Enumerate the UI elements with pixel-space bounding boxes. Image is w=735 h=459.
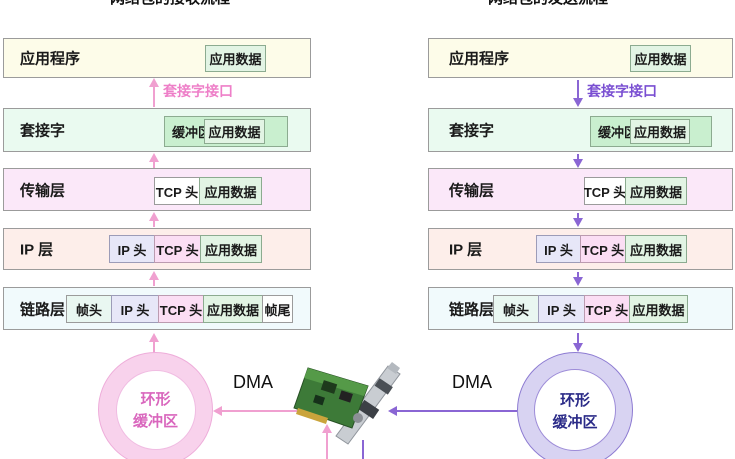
down-arrow-line: [577, 333, 579, 344]
packet-box-frame-tail: 帧尾: [262, 295, 293, 323]
layer-label: 传输层: [449, 182, 495, 199]
packet-box-tcp-header: TCP 头: [584, 295, 630, 323]
right-layer-transport: 传输层 TCP 头 应用数据: [428, 168, 733, 211]
dma-arrow-line-right: [396, 410, 517, 412]
packet-box-tcp-header: TCP 头: [580, 235, 626, 263]
socket-interface-label-right: 套接字接口: [587, 83, 657, 99]
layer-label: 套接字: [20, 122, 66, 140]
packet-box-tcp-header: TCP 头: [584, 177, 626, 205]
ring-buffer-inner-circle: [534, 369, 616, 451]
up-arrow-line: [153, 80, 155, 107]
ring-buffer-label-line1: 环形: [559, 392, 590, 409]
packet-box-app-data: 应用数据: [199, 177, 262, 205]
layer-label: 应用程序: [449, 50, 510, 68]
packet-box-app-data: 应用数据: [200, 235, 262, 263]
left-layer-socket: 套接字 缓冲区 应用数据: [3, 108, 311, 152]
packet-box-ip-header: IP 头: [111, 295, 159, 323]
down-arrow-icon: [573, 98, 583, 107]
network-card-image: [293, 362, 401, 445]
up-arrow-line: [153, 156, 155, 168]
packet-box-app-data: 应用数据: [630, 45, 691, 72]
left-layer-transport: 传输层 TCP 头 应用数据: [3, 168, 311, 211]
dma-label-right: DMA: [452, 372, 492, 392]
ring-buffer-right: 环形 缓冲区: [517, 352, 633, 459]
down-arrow-icon: [573, 343, 583, 352]
left-layer-application: 应用程序 应用数据: [3, 38, 311, 78]
packet-box-frame-header: 帧头: [66, 295, 112, 323]
dma-label-left: DMA: [233, 372, 273, 392]
up-arrow-line: [153, 274, 155, 286]
down-arrow-icon: [573, 277, 583, 286]
layer-label: 套接字: [449, 122, 495, 140]
nic-inbound-line: [326, 433, 328, 459]
ring-buffer-left: 环形 缓冲区: [98, 352, 213, 459]
packet-box-app-data: 应用数据: [625, 235, 687, 263]
down-arrow-line: [577, 154, 579, 160]
up-arrow-line: [153, 336, 155, 353]
up-arrow-icon: [149, 78, 159, 87]
right-layer-application: 应用程序 应用数据: [428, 38, 733, 78]
packet-box-ip-header: IP 头: [538, 295, 585, 323]
nic-outbound-line: [362, 440, 364, 459]
layer-label: IP 层: [449, 241, 483, 259]
ring-buffer-label-line2: 缓冲区: [552, 414, 598, 431]
packet-box-app-data: 应用数据: [205, 45, 266, 72]
packet-box-tcp-header: TCP 头: [158, 295, 204, 323]
ring-buffer-label-line2: 缓冲区: [132, 413, 178, 430]
packet-box-app-data: 应用数据: [630, 119, 690, 144]
right-layer-ip: IP 层 IP 头 TCP 头 应用数据: [428, 228, 733, 270]
layer-label: IP 层: [20, 241, 54, 259]
left-column-title: 网络包的接收流程: [60, 0, 280, 8]
down-arrow-line: [577, 80, 579, 99]
layer-label: 应用程序: [20, 50, 81, 68]
ring-buffer-inner-circle: [116, 370, 196, 450]
layer-label: 链路层: [449, 301, 495, 318]
right-layer-link: 链路层 帧头 IP 头 TCP 头 应用数据: [428, 287, 733, 330]
left-layer-link: 链路层 帧头 IP 头 TCP 头 应用数据 帧尾: [3, 287, 311, 330]
down-arrow-icon: [573, 159, 583, 168]
left-layer-ip: IP 层 IP 头 TCP 头 应用数据: [3, 228, 311, 270]
up-arrow-icon: [149, 212, 159, 221]
ring-buffer-label-line1: 环形: [140, 391, 171, 408]
socket-interface-label-left: 套接字接口: [163, 83, 233, 99]
packet-box-tcp-header: TCP 头: [154, 235, 201, 263]
dma-arrow-icon-left: [213, 406, 222, 416]
ring-buffer-label: 环形 缓冲区: [99, 389, 212, 433]
layer-label: 链路层: [20, 301, 66, 318]
down-arrow-icon: [573, 218, 583, 227]
up-arrow-icon: [149, 153, 159, 162]
right-column-title: 网络包的发送流程: [438, 0, 658, 8]
dma-arrow-icon-right: [388, 406, 397, 416]
layer-label: 传输层: [20, 182, 66, 199]
packet-box-app-data: 应用数据: [629, 295, 688, 323]
ring-buffer-label: 环形 缓冲区: [518, 390, 632, 434]
up-arrow-line: [153, 215, 155, 227]
packet-box-frame-header: 帧头: [493, 295, 539, 323]
packet-box-app-data: 应用数据: [204, 119, 265, 144]
dma-arrow-line-left: [221, 410, 302, 412]
packet-box-tcp-header: TCP 头: [154, 177, 200, 205]
nic-inbound-arrow-icon: [322, 424, 332, 433]
packet-box-app-data: 应用数据: [625, 177, 687, 205]
up-arrow-icon: [149, 333, 159, 342]
up-arrow-icon: [149, 271, 159, 280]
packet-box-app-data: 应用数据: [203, 295, 263, 323]
down-arrow-line: [577, 272, 579, 278]
packet-box-ip-header: IP 头: [109, 235, 155, 263]
right-layer-socket: 套接字 缓冲区 应用数据: [428, 108, 733, 152]
down-arrow-line: [577, 213, 579, 219]
packet-box-ip-header: IP 头: [536, 235, 581, 263]
